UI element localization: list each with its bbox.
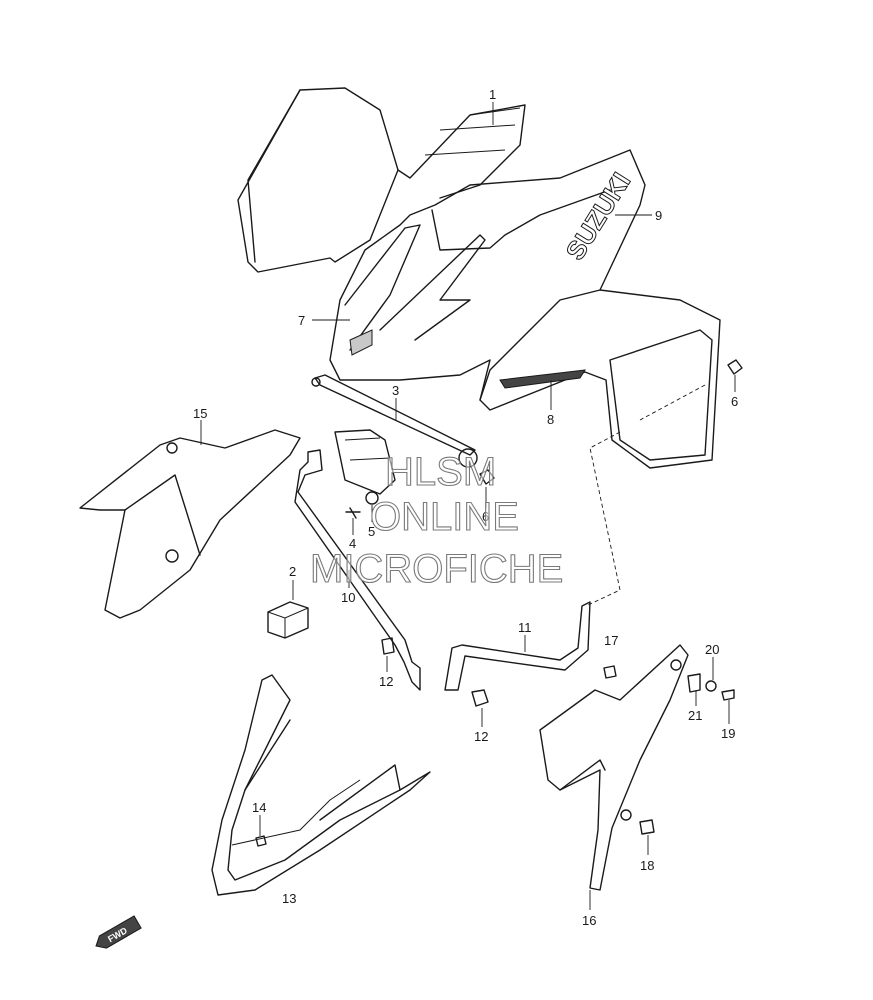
callout-4: 4 — [349, 536, 356, 551]
callout-12b: 12 — [474, 729, 488, 744]
part-16-right-side-cover — [539, 644, 689, 891]
callout-8: 8 — [547, 412, 554, 427]
callout-11: 11 — [518, 620, 532, 635]
leader-lines — [200, 102, 736, 910]
brand-logo-suzuki: SUZUKI — [560, 167, 637, 265]
callout-7: 7 — [298, 313, 305, 328]
callout-19: 19 — [721, 726, 735, 741]
fasteners — [255, 359, 743, 847]
callout-5: 5 — [368, 524, 375, 539]
callout-2: 2 — [289, 564, 296, 579]
fwd-arrow: FWD — [95, 915, 142, 949]
watermark-line-1: HLSM — [385, 450, 496, 494]
part-13-lower-cover — [211, 674, 431, 896]
callout-18: 18 — [640, 858, 654, 873]
part-11-brace — [444, 601, 591, 691]
connector-dashed — [587, 431, 621, 606]
part-1-front-visor — [237, 87, 526, 273]
part-3-stay — [311, 374, 478, 468]
part-9-front-cowl: SUZUKI — [329, 149, 721, 469]
part-bracket-assembly — [334, 429, 396, 519]
callout-20: 20 — [705, 642, 719, 657]
callout-6b: 6 — [482, 509, 489, 524]
watermark-line-3: MICROFICHE — [310, 547, 563, 591]
callout-9: 9 — [655, 208, 662, 223]
callout-13: 13 — [282, 891, 296, 906]
callout-14: 14 — [252, 800, 266, 815]
callout-17: 17 — [604, 633, 618, 648]
callout-12a: 12 — [379, 674, 393, 689]
callouts: 1 2 3 4 5 6 6 7 8 9 10 11 12 12 13 14 15… — [193, 87, 738, 928]
callout-16: 16 — [582, 913, 596, 928]
watermark-line-2: ONLINE — [370, 495, 519, 539]
callout-3: 3 — [392, 383, 399, 398]
callout-1: 1 — [489, 87, 496, 102]
watermark: HLSM ONLINE MICROFICHE — [309, 449, 563, 591]
callout-10: 10 — [341, 590, 355, 605]
callout-6a: 6 — [731, 394, 738, 409]
part-10-brace — [294, 449, 421, 691]
part-2-block — [267, 601, 309, 639]
callout-21: 21 — [688, 708, 702, 723]
callout-15: 15 — [193, 406, 207, 421]
part-15-left-side-cover — [79, 429, 301, 619]
